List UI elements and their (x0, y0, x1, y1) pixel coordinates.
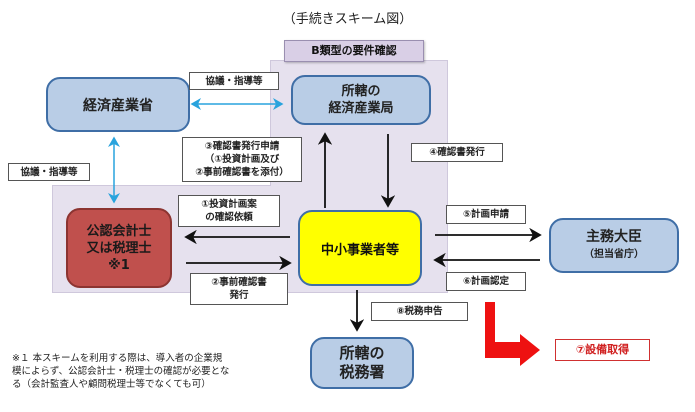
arrow-step7-red (485, 302, 540, 366)
footnote-line3: る（会計監査人や顧問税理士等でなくても可） (12, 379, 211, 390)
label-consult-left-text: 協議・指導等 (20, 166, 78, 178)
label-step7: ⑦設備取得 (555, 339, 650, 361)
label-step6-text: ⑥計画認定 (462, 276, 510, 287)
footnote-line2: 模によらず、公認会計士・税理士の確認が必要とな (12, 366, 230, 377)
node-minister-line2: （担当省庁） (584, 248, 644, 260)
diagram-title: （手続きスキーム図） (282, 12, 413, 27)
node-bureau-line1: 所轄の (341, 84, 381, 99)
node-regional-bureau: 所轄の 経済産業局 (291, 75, 431, 125)
node-accountant: 公認会計士 又は税理士 ※1 (66, 208, 172, 288)
label-step3-line2: （①投資計画及び (204, 154, 280, 165)
node-accountant-line2: 又は税理士 (86, 240, 152, 256)
node-accountant-line3: ※1 (108, 257, 130, 273)
node-sme: 中小事業者等 (298, 210, 422, 286)
label-consult-left: 協議・指導等 (8, 163, 90, 181)
footnote-line1: ※１ 本スキームを利用する際は、導入者の企業規 (12, 353, 223, 364)
label-step1: ①投資計画案 の確認依頼 (178, 195, 280, 227)
label-consult-top-text: 協議・指導等 (205, 75, 263, 87)
label-step1-line1: ①投資計画案 (201, 199, 257, 210)
label-step4: ④確認書発行 (411, 143, 503, 162)
label-step2-line2: 発行 (229, 290, 249, 301)
node-accountant-line1: 公認会計士 (86, 223, 152, 239)
label-consult-top: 協議・指導等 (189, 72, 279, 90)
btype-region-label: B類型の要件確認 (284, 40, 424, 62)
label-step8-text: ⑧税務申告 (396, 306, 443, 317)
label-step6: ⑥計画認定 (446, 272, 526, 291)
label-step1-line2: の確認依頼 (205, 212, 253, 223)
label-step5-text: ⑤計画申請 (462, 209, 510, 220)
node-meti-label: 経済産業省 (83, 97, 153, 114)
node-tax-line2: 税務署 (339, 363, 385, 381)
node-minister-line1: 主務大臣 (586, 228, 642, 245)
label-step2: ②事前確認書 発行 (190, 273, 288, 305)
node-meti: 経済産業省 (46, 77, 190, 132)
footnote: ※１ 本スキームを利用する際は、導入者の企業規 模によらず、公認会計士・税理士の… (12, 352, 292, 391)
label-step5: ⑤計画申請 (446, 205, 526, 224)
label-step3-line1: ③確認書発行申請 (204, 141, 280, 152)
node-sme-label: 中小事業者等 (320, 242, 399, 258)
node-tax-office: 所轄の 税務署 (310, 337, 414, 389)
btype-region-fill (271, 180, 447, 210)
node-minister: 主務大臣 （担当省庁） (549, 218, 679, 273)
label-step3: ③確認書発行申請 （①投資計画及び ②事前確認書を添付） (182, 137, 302, 182)
label-step4-text: ④確認書発行 (429, 147, 485, 158)
node-bureau-line2: 経済産業局 (328, 101, 394, 116)
node-tax-line1: 所轄の (339, 344, 385, 362)
label-step8: ⑧税務申告 (371, 302, 468, 321)
label-step2-line1: ②事前確認書 (211, 277, 267, 288)
label-step3-line3: ②事前確認書を添付） (195, 167, 289, 178)
